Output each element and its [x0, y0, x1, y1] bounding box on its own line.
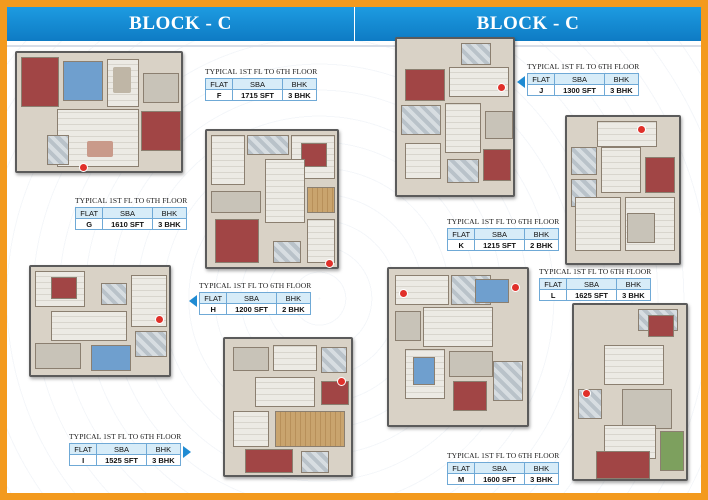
- sba-value: 1525 SFT: [96, 454, 147, 466]
- spec-title-f: TYPICAL 1ST FL TO 6TH FLOOR: [205, 67, 318, 76]
- header-divider: [7, 45, 701, 47]
- bhk-value: 3 BHK: [151, 218, 188, 230]
- sba-value: 1200 SFT: [226, 303, 277, 315]
- spec-title-i: TYPICAL 1ST FL TO 6TH FLOOR: [69, 432, 182, 441]
- bhk-value: 2 BHK: [523, 239, 560, 251]
- flat-value: I: [68, 454, 98, 466]
- flat-value: K: [446, 239, 476, 251]
- spec-title-m: TYPICAL 1ST FL TO 6TH FLOOR: [447, 451, 560, 460]
- floor-plan-g: [205, 129, 339, 269]
- sba-value: 1600 SFT: [474, 473, 525, 485]
- floor-plan-h: [29, 265, 171, 377]
- flat-value: M: [446, 473, 476, 485]
- bhk-value: 3 BHK: [615, 289, 652, 301]
- brochure-sheet: BLOCK - C BLOCK - C TYPICAL 1ST FL TO 6T…: [7, 7, 701, 493]
- spec-title-h: TYPICAL 1ST FL TO 6TH FLOOR: [199, 281, 312, 290]
- bhk-value: 3 BHK: [145, 454, 182, 466]
- floor-plan-l: [387, 267, 529, 427]
- bhk-value: 3 BHK: [281, 89, 318, 101]
- flat-value: L: [538, 289, 568, 301]
- floor-plan-m: [572, 303, 688, 481]
- sba-value: 1715 SFT: [232, 89, 283, 101]
- flat-value: H: [198, 303, 228, 315]
- bhk-value: 3 BHK: [603, 84, 640, 96]
- spec-title-j: TYPICAL 1ST FL TO 6TH FLOOR: [527, 62, 640, 71]
- bhk-value: 3 BHK: [523, 473, 560, 485]
- spec-title-l: TYPICAL 1ST FL TO 6TH FLOOR: [539, 267, 652, 276]
- sba-value: 1300 SFT: [554, 84, 605, 96]
- sba-value: 1625 SFT: [566, 289, 617, 301]
- flat-value: G: [74, 218, 104, 230]
- spec-title-k: TYPICAL 1ST FL TO 6TH FLOOR: [447, 217, 560, 226]
- floor-plan-j: [395, 37, 515, 197]
- floor-plan-i: [223, 337, 353, 477]
- bhk-value: 2 BHK: [275, 303, 312, 315]
- flat-value: J: [526, 84, 556, 96]
- block-header-right: BLOCK - C: [354, 7, 701, 41]
- sba-value: 1610 SFT: [102, 218, 153, 230]
- sba-value: 1215 SFT: [474, 239, 525, 251]
- spec-title-g: TYPICAL 1ST FL TO 6TH FLOOR: [75, 196, 188, 205]
- block-header-left: BLOCK - C: [7, 7, 354, 41]
- floor-plan-f: [15, 51, 183, 173]
- flat-value: F: [204, 89, 234, 101]
- floor-plan-k: [565, 115, 681, 265]
